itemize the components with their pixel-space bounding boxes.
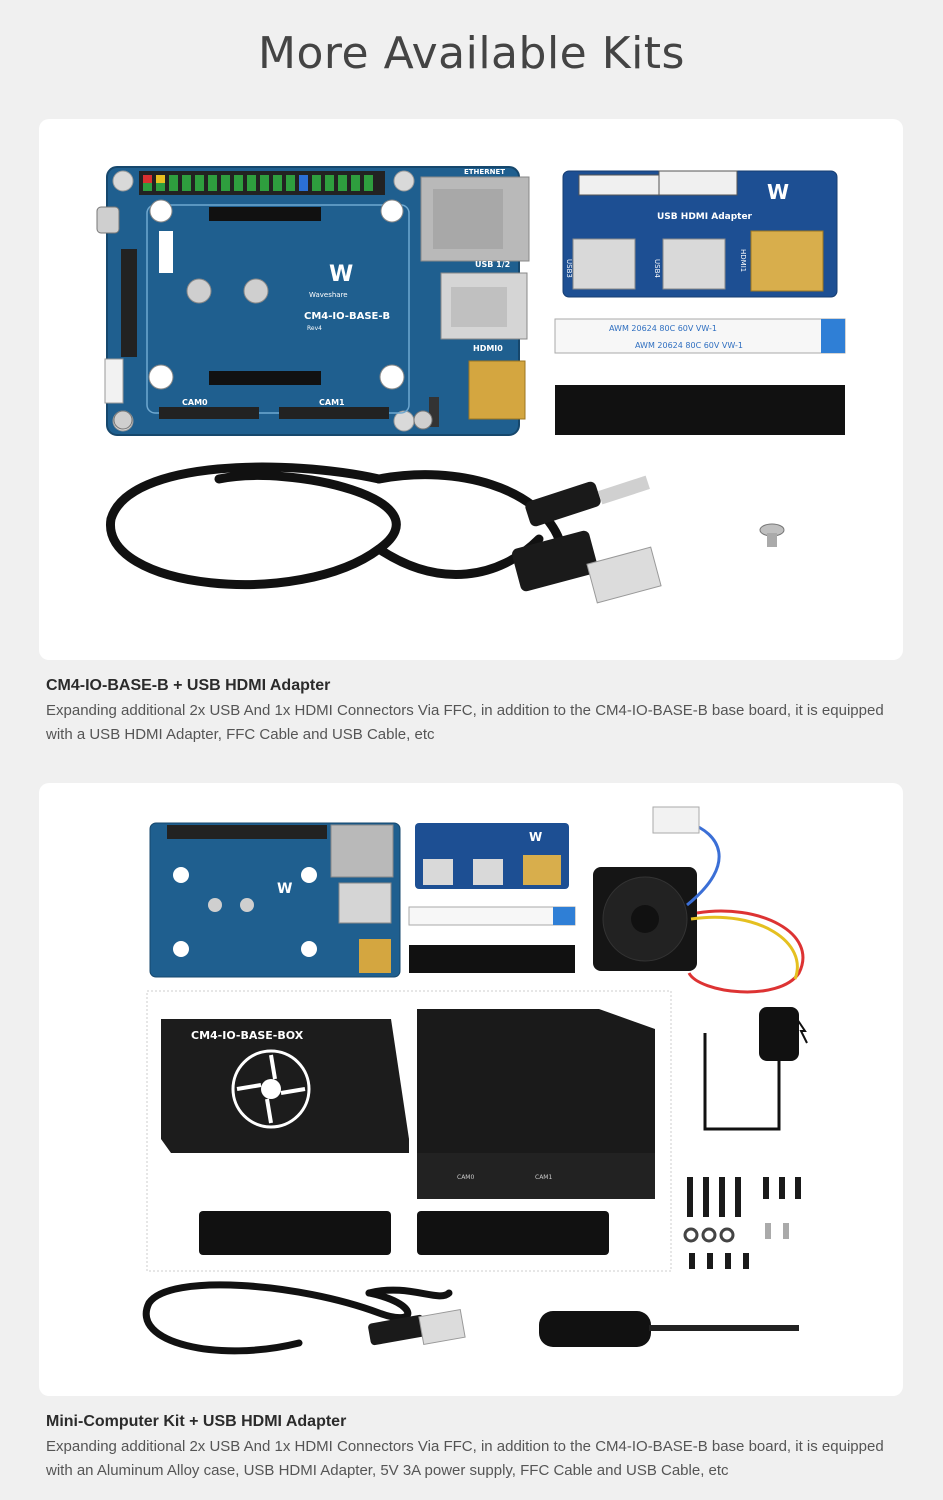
kit-2-product-image: W W CM4-IO-BASE-BOX <box>142 806 808 1355</box>
svg-text:CAM1: CAM1 <box>535 1174 552 1181</box>
kit-image-card-1: W Waveshare CM4-IO-BASE-B Rev4 CAM0 CAM1… <box>39 119 903 660</box>
svg-text:Rev4: Rev4 <box>307 325 322 332</box>
svg-text:W: W <box>329 262 353 287</box>
svg-text:HDMI1: HDMI1 <box>739 249 747 272</box>
cm4-io-base-board-small: W <box>149 822 401 978</box>
usb-cable <box>106 462 564 590</box>
screwdriver <box>539 1311 799 1347</box>
ffc-cable-black-small <box>409 945 575 973</box>
svg-text:USB4: USB4 <box>653 259 661 278</box>
case-name-label: CM4-IO-BASE-BOX <box>191 1029 304 1042</box>
brand-label: Waveshare <box>309 291 348 299</box>
kit-1-product-image: W Waveshare CM4-IO-BASE-B Rev4 CAM0 CAM1… <box>96 166 846 604</box>
svg-text:W: W <box>277 881 292 897</box>
usb-c-plug <box>525 481 601 527</box>
kit-description: Expanding additional 2x USB And 1x HDMI … <box>46 1438 884 1479</box>
svg-text:W: W <box>767 180 789 204</box>
svg-text:ETHERNET: ETHERNET <box>464 168 505 176</box>
svg-text:CAM0: CAM0 <box>457 1174 474 1181</box>
usb-hdmi-adapter-board: W USB HDMI Adapter USB3 USB4 HDMI1 <box>562 170 838 298</box>
svg-text:AWM 20624 80C 60V VW-1: AWM 20624 80C 60V VW-1 <box>635 341 743 350</box>
screw <box>759 523 785 547</box>
mounting-bracket-2 <box>417 1211 609 1255</box>
usb-cable-2 <box>142 1281 453 1355</box>
case-base: CAM0 CAM1 <box>417 1009 655 1199</box>
ffc-cable-black <box>555 385 845 435</box>
kit-image-card-2: W W CM4-IO-BASE-BOX <box>39 783 903 1396</box>
usb-hdmi-adapter-small: W <box>415 823 569 889</box>
ffc-cable-white: AWM 20624 80C 60V VW-1 AWM 20624 80C 60V… <box>554 318 846 354</box>
power-supply <box>703 1007 808 1131</box>
case-box-area <box>146 990 672 1272</box>
svg-text:W: W <box>529 830 542 844</box>
kit-title: Mini-Computer Kit + USB HDMI Adapter <box>46 1413 347 1430</box>
usb-a-plug <box>512 530 598 592</box>
svg-text:HDMI0: HDMI0 <box>473 344 503 353</box>
kit-description: Expanding additional 2x USB And 1x HDMI … <box>46 702 884 743</box>
svg-text:USB 1/2: USB 1/2 <box>475 260 510 269</box>
screws-set <box>683 1177 801 1269</box>
cm4-io-base-board: W Waveshare CM4-IO-BASE-B Rev4 CAM0 CAM1… <box>96 166 530 436</box>
kit-title: CM4-IO-BASE-B + USB HDMI Adapter <box>46 677 331 694</box>
adapter-name-label: USB HDMI Adapter <box>657 212 753 222</box>
cooling-fan <box>593 806 805 994</box>
svg-text:USB3: USB3 <box>565 259 573 278</box>
page-title: More Available Kits <box>258 28 685 79</box>
board-name-label: CM4-IO-BASE-B <box>304 311 390 322</box>
svg-text:CAM0: CAM0 <box>182 398 208 407</box>
ffc-cable-white-small <box>408 906 576 926</box>
mounting-bracket-1 <box>199 1211 391 1255</box>
case-lid: CM4-IO-BASE-BOX <box>161 1019 409 1153</box>
svg-text:CAM1: CAM1 <box>319 398 345 407</box>
svg-text:AWM 20624 80C 60V VW-1: AWM 20624 80C 60V VW-1 <box>609 324 717 333</box>
